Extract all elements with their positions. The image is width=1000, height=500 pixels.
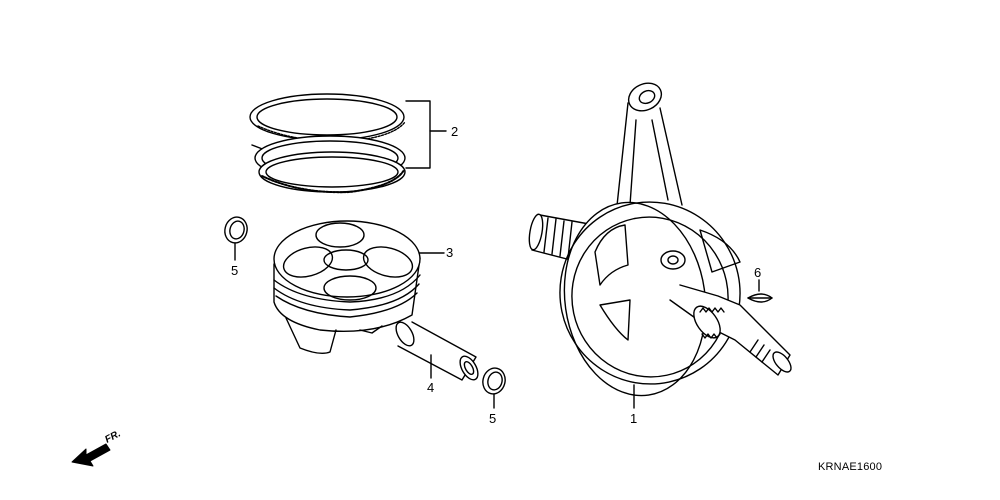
ring-set-bracket-line: [405, 100, 447, 169]
piston-drawing: [273, 220, 421, 355]
piston-pin-drawing: [395, 321, 479, 381]
callout-4: 4: [427, 380, 435, 395]
front-direction-label: FR.: [103, 428, 122, 445]
crankshaft-drawing: [528, 82, 792, 397]
callout-5-left: 5: [231, 263, 239, 278]
callout-2: 2: [451, 124, 459, 139]
piston-pin-clip-right-drawing: [482, 367, 506, 395]
callout-3: 3: [446, 245, 454, 260]
front-direction-arrow-icon: FR.: [71, 428, 123, 467]
piston-pin-clip-left-drawing: [224, 216, 248, 244]
piston-ring-set-drawing: [249, 93, 406, 194]
woodruff-key-drawing: [747, 293, 773, 303]
callout-6: 6: [754, 265, 762, 280]
callout-1: 1: [630, 411, 638, 426]
callout-5-right: 5: [489, 411, 497, 426]
diagram-code: KRNAE1600: [818, 461, 883, 473]
